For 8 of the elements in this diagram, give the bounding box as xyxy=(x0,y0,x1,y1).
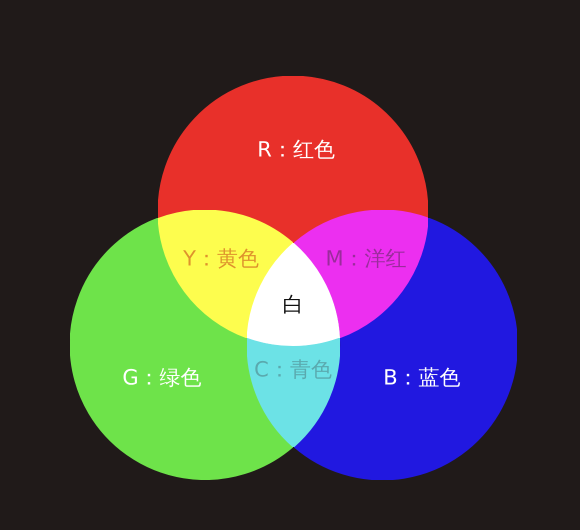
region-label: C：青色 xyxy=(254,359,332,380)
overlap-region xyxy=(247,338,340,447)
region-label: G：绿色 xyxy=(122,367,202,388)
region-label: R：红色 xyxy=(257,139,335,160)
region-label: Y：黄色 xyxy=(183,248,259,270)
region-label: 白 xyxy=(282,294,304,316)
region-label: M：洋红 xyxy=(325,248,407,270)
region-label: B：蓝色 xyxy=(383,367,461,388)
